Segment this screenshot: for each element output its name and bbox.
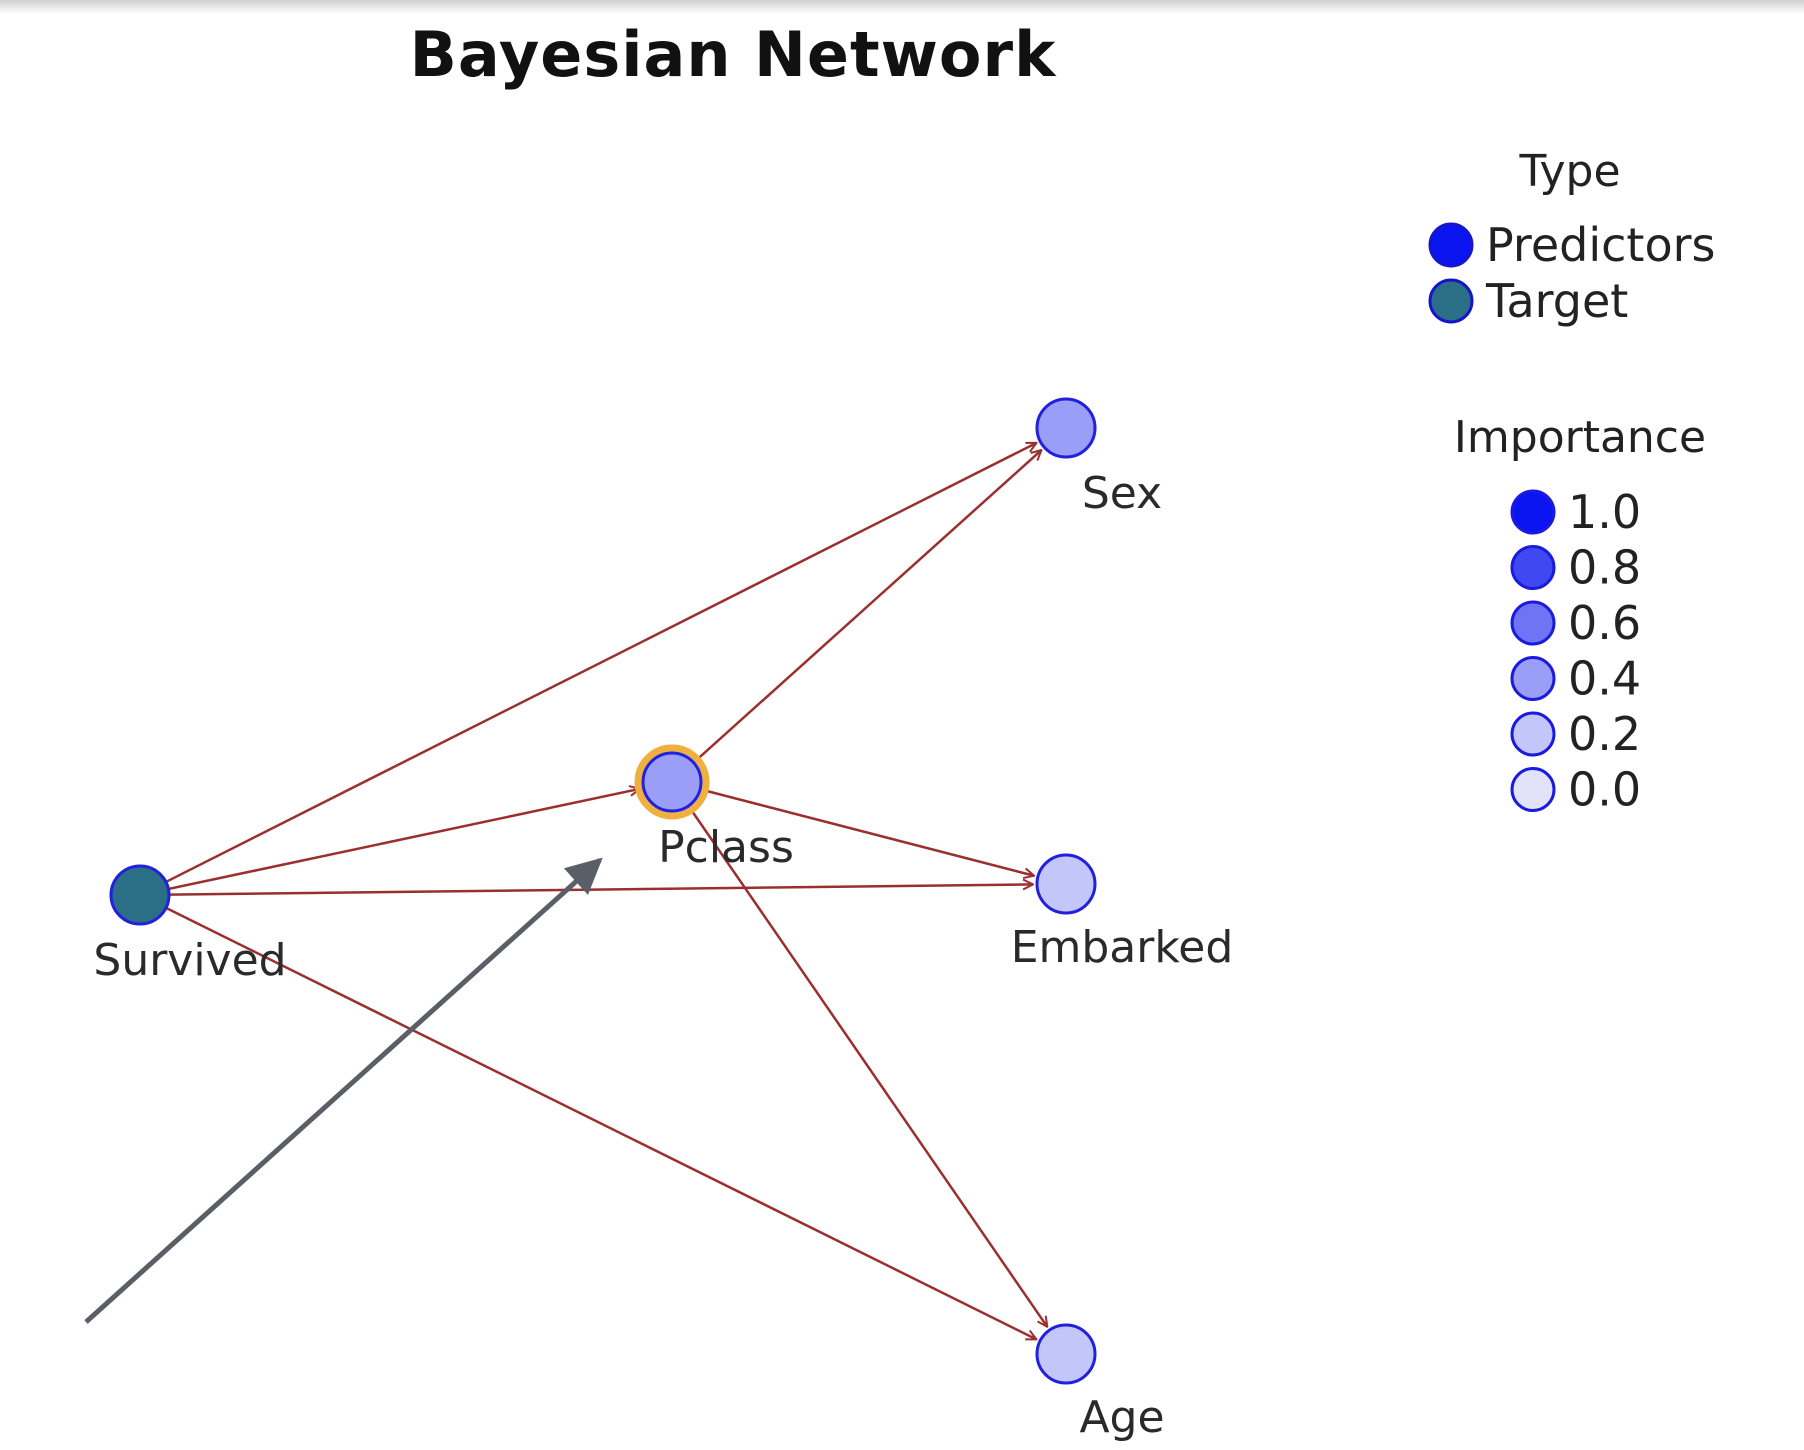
annotation-pointer-arrow	[84, 857, 603, 1324]
window-top-shade	[0, 0, 1804, 14]
legend-importance-label: 0.0	[1568, 763, 1641, 817]
node-age[interactable]: Age	[1035, 1323, 1165, 1443]
legend-importance-label: 0.4	[1568, 652, 1641, 706]
edge-survived-to-pclass	[168, 789, 639, 891]
legend-importance-swatch	[1510, 711, 1556, 757]
selected-ring	[634, 744, 710, 820]
node-label: Sex	[1082, 468, 1162, 519]
node-label: Survived	[93, 935, 286, 986]
node-circle[interactable]	[1035, 397, 1097, 459]
node-circle[interactable]	[641, 751, 703, 813]
legend-importance-swatch	[1510, 600, 1556, 646]
legend-importance-swatch	[1510, 489, 1556, 535]
edge-pclass-to-age	[687, 805, 1047, 1327]
node-survived[interactable]: Survived	[93, 864, 287, 986]
edge-survived-to-sex	[165, 441, 1037, 884]
edge-pclass-to-embarked	[699, 788, 1034, 875]
edge-survived-to-embarked	[168, 884, 1033, 896]
legend-type-swatch	[1428, 222, 1474, 268]
node-embarked[interactable]: Embarked	[1011, 853, 1234, 973]
legend-importance-title: Importance	[1454, 412, 1706, 463]
legend-importance-label: 1.0	[1568, 485, 1641, 539]
edge-pclass-to-sex	[692, 450, 1042, 764]
edges-layer	[165, 441, 1047, 1341]
legend-importance-label: 0.8	[1568, 541, 1641, 595]
legend-importance-label: 0.6	[1568, 596, 1641, 650]
legend-importance-label: 0.2	[1568, 707, 1641, 761]
node-circle[interactable]	[1035, 853, 1097, 915]
edge-survived-to-age	[165, 906, 1036, 1341]
node-circle[interactable]	[1035, 1323, 1097, 1385]
legend-type-title: Type	[1518, 146, 1620, 197]
legend-type-label: Target	[1485, 274, 1628, 328]
node-circle[interactable]	[109, 864, 171, 926]
legend-importance-items: 1.00.80.60.40.20.0	[1510, 485, 1641, 817]
legend-type-swatch	[1428, 278, 1474, 324]
node-label: Age	[1079, 1392, 1164, 1443]
legend-importance-swatch	[1510, 656, 1556, 701]
legend-importance-swatch	[1510, 767, 1556, 812]
diagram-title: Bayesian Network	[409, 18, 1057, 91]
legend-type-label: Predictors	[1486, 218, 1715, 272]
legend-importance-swatch	[1510, 545, 1556, 590]
node-pclass[interactable]: Pclass	[634, 744, 794, 873]
node-label: Pclass	[658, 822, 794, 873]
node-label: Embarked	[1011, 922, 1234, 973]
node-sex[interactable]: Sex	[1035, 397, 1162, 519]
